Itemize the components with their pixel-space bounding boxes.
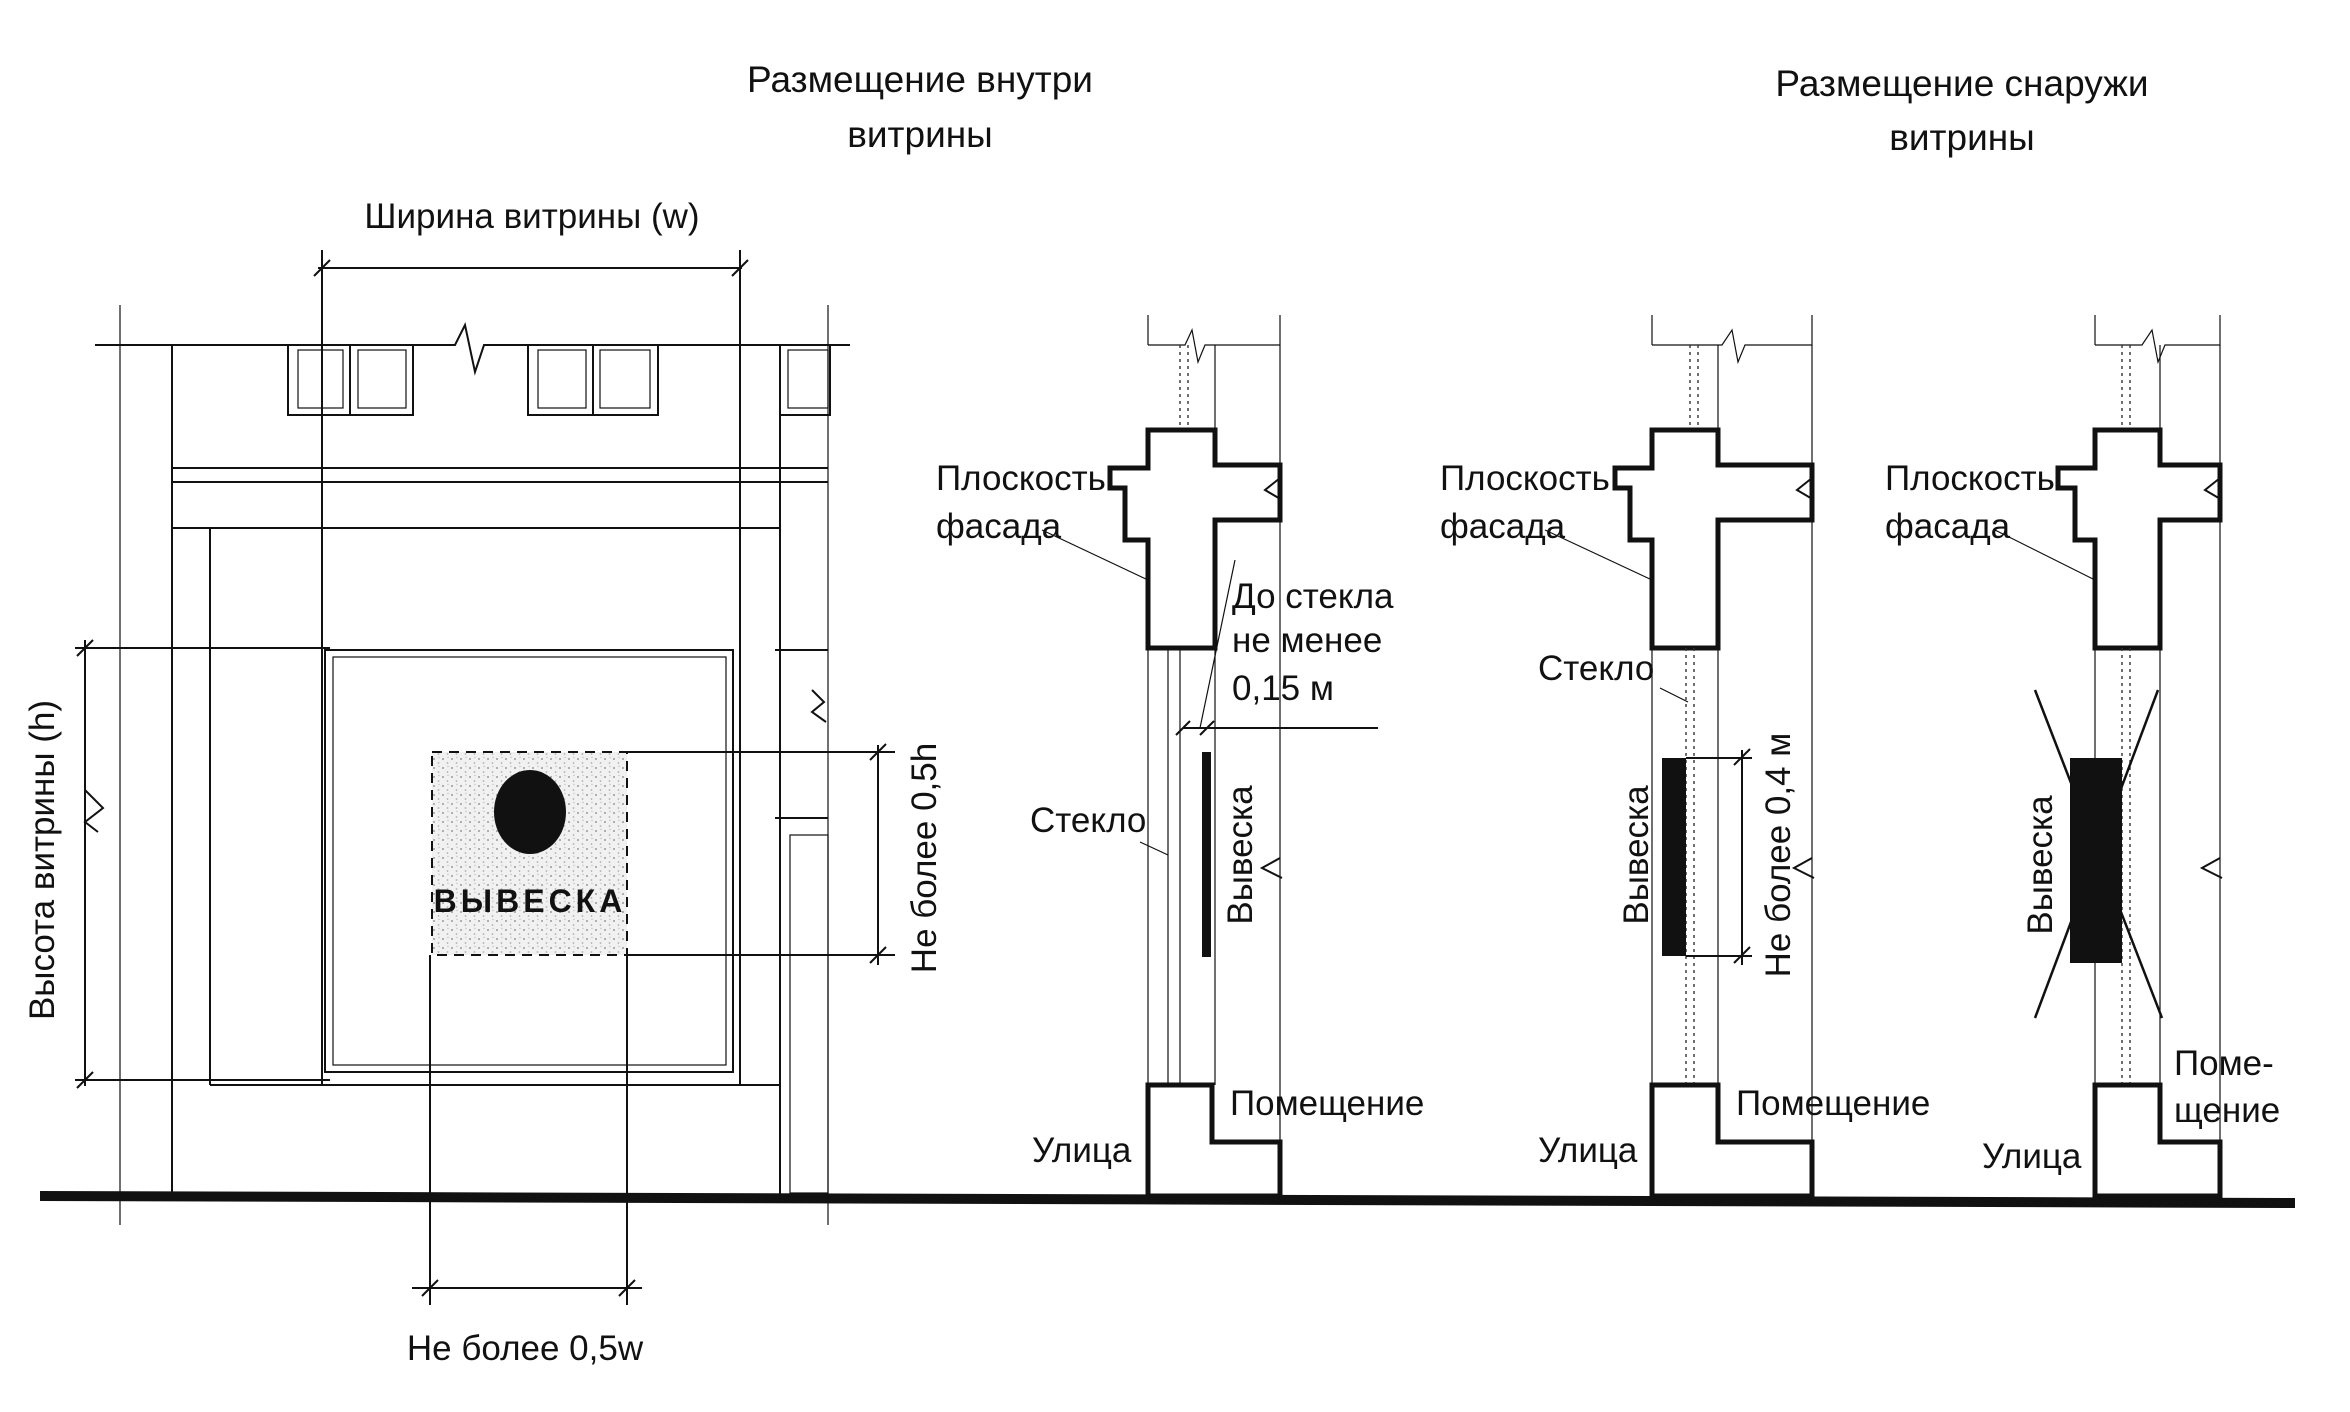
facade-plane-label-prohibited-2: фасада bbox=[1885, 507, 2011, 546]
section-outside-allowed: Плоскость фасада Стекло Вывеска Не более… bbox=[1440, 315, 1930, 1200]
section-outside-prohibited: Плоскость фасада Вывеска Поме- щение Ули… bbox=[1885, 315, 2280, 1200]
prohibited-cross-1 bbox=[2033, 689, 2164, 1019]
svg-text:витрины: витрины bbox=[847, 114, 993, 155]
glass-label-inside: Стекло bbox=[1030, 801, 1146, 840]
sign-max-height-label: Не более 0,5h bbox=[905, 743, 944, 973]
sign-logo bbox=[494, 770, 566, 854]
sign-width-dimension: Не более 0,5w bbox=[407, 955, 644, 1368]
ground-line bbox=[39, 1191, 2296, 1208]
sign-max-height-label-outside: Не более 0,4 м bbox=[1759, 733, 1798, 978]
street-label-prohibited: Улица bbox=[1982, 1137, 2082, 1176]
title-inside: Размещение внутри витрины bbox=[747, 59, 1093, 155]
facade-plane-label-outside-2: фасада bbox=[1440, 507, 1566, 546]
room-label-outside: Помещение bbox=[1736, 1084, 1930, 1123]
facade-elevation bbox=[95, 305, 850, 1225]
sign-plate-inside bbox=[1202, 752, 1211, 957]
svg-text:витрины: витрины bbox=[1889, 117, 2035, 158]
street-label-outside: Улица bbox=[1538, 1131, 1638, 1170]
svg-text:Размещение снаружи: Размещение снаружи bbox=[1775, 63, 2148, 104]
sign-label-inside: Вывеска bbox=[1221, 785, 1260, 925]
height-dimension: Высота витрины (h) bbox=[23, 639, 330, 1089]
title-outside: Размещение снаружи витрины bbox=[1775, 63, 2148, 158]
sign-zone: ВЫВЕСКА bbox=[431, 751, 628, 956]
facade-plane-label-inside-2: фасада bbox=[936, 507, 1062, 546]
window-height-label: Высота витрины (h) bbox=[23, 700, 62, 1020]
facade-plane-label-inside: Плоскость bbox=[936, 459, 1106, 498]
distance-to-glass-label-3: 0,15 м bbox=[1232, 669, 1334, 708]
sign-max-width-label: Не более 0,5w bbox=[407, 1329, 644, 1368]
section-inside: Плоскость фасада До стекла не менее 0,15… bbox=[936, 315, 1424, 1200]
svg-text:Размещение внутри: Размещение внутри bbox=[747, 59, 1093, 100]
sign-label-outside: Вывеска bbox=[1617, 785, 1656, 925]
room-label-inside: Помещение bbox=[1230, 1084, 1424, 1123]
distance-to-glass-label: До стекла bbox=[1232, 577, 1394, 616]
sign-label: ВЫВЕСКА bbox=[434, 883, 627, 919]
distance-to-glass-label-2: не менее bbox=[1232, 621, 1382, 660]
room-label-prohibited: Поме- bbox=[2174, 1044, 2274, 1083]
width-dimension: Ширина витрины (w) bbox=[313, 197, 749, 1085]
sign-label-prohibited: Вывеска bbox=[2021, 795, 2060, 935]
prohibited-cross-2 bbox=[2033, 689, 2160, 1019]
facade-plane-label-outside: Плоскость bbox=[1440, 459, 1610, 498]
sign-plate-outside bbox=[1662, 758, 1686, 956]
sign-height-dimension: Не более 0,5h bbox=[627, 743, 944, 973]
street-label-inside: Улица bbox=[1032, 1131, 1132, 1170]
sign-block-prohibited bbox=[2070, 758, 2122, 963]
glass-label-outside: Стекло bbox=[1538, 649, 1654, 688]
room-label-prohibited-2: щение bbox=[2174, 1091, 2280, 1130]
window-width-label: Ширина витрины (w) bbox=[364, 197, 699, 236]
facade-plane-label-prohibited: Плоскость bbox=[1885, 459, 2055, 498]
